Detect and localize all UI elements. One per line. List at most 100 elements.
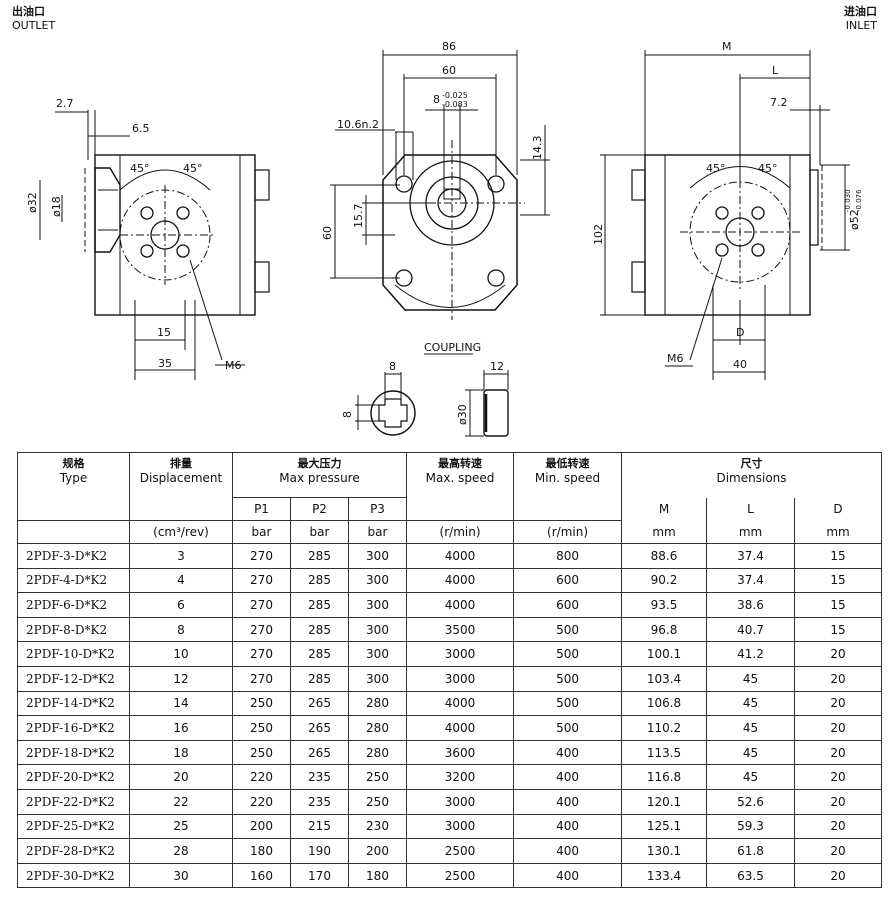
model-cell: 2PDF-18-D*K2 [17, 739, 130, 766]
dim-l: L [772, 64, 779, 77]
value-cell: 500 [513, 715, 623, 741]
value-cell: 285 [290, 665, 349, 692]
value-cell: 15 [794, 592, 883, 618]
value-cell: 45 [706, 690, 796, 717]
value-cell: 20 [794, 788, 883, 815]
value-cell: 400 [513, 838, 623, 864]
value-cell: 37.4 [706, 543, 796, 569]
value-cell: 20 [794, 862, 883, 889]
technical-drawing: 2.7 6.5 ø32 ø18 45° 45° 15 35 M6 [26, 40, 863, 437]
value-cell: 200 [232, 813, 291, 840]
dim-35: 35 [158, 357, 172, 370]
value-cell: 300 [347, 616, 408, 643]
value-cell: 63.5 [706, 862, 796, 889]
value-cell: 20 [129, 764, 233, 790]
value-cell: 250 [232, 715, 291, 741]
value-cell: 25 [129, 813, 233, 840]
value-cell: 3 [129, 543, 233, 569]
unit-cell [17, 520, 130, 544]
dim-86: 86 [442, 40, 456, 53]
value-cell: 3000 [406, 813, 515, 840]
model-cell: 2PDF-30-D*K2 [17, 862, 130, 889]
dim-2-7: 2.7 [56, 97, 74, 110]
dim-15: 15 [157, 326, 171, 339]
value-cell: 20 [794, 715, 883, 741]
dim-dia32: ø32 [26, 192, 39, 213]
value-cell: 15 [794, 616, 883, 643]
value-cell: 270 [232, 616, 291, 643]
value-cell: 116.8 [621, 764, 708, 790]
outlet-label-cn: 出油口 [12, 5, 45, 18]
dim-102: 102 [592, 224, 605, 245]
header-m: M [621, 497, 708, 521]
coupling-dim-dia30: ø30 [456, 404, 469, 425]
value-cell: 270 [232, 543, 291, 569]
value-cell: 230 [347, 813, 408, 840]
value-cell: 3200 [406, 764, 515, 790]
value-cell: 500 [513, 665, 623, 692]
value-cell: 106.8 [621, 690, 708, 717]
value-cell: 300 [347, 567, 408, 594]
header-p1: P1 [232, 497, 291, 521]
dim-6-5: 6.5 [132, 122, 150, 135]
value-cell: 280 [347, 715, 408, 741]
dim-10-6: 10.6n.2 [337, 118, 379, 131]
value-cell: 270 [232, 592, 291, 618]
value-cell: 133.4 [621, 862, 708, 889]
value-cell: 250 [232, 690, 291, 717]
value-cell: 4000 [406, 543, 515, 569]
value-cell: 280 [347, 739, 408, 766]
value-cell: 3600 [406, 739, 515, 766]
value-cell: 61.8 [706, 838, 796, 864]
value-cell: 130.1 [621, 838, 708, 864]
dim-40: 40 [733, 358, 747, 371]
value-cell: 120.1 [621, 788, 708, 815]
value-cell: 400 [513, 813, 623, 840]
units-row: (cm³/rev) bar bar bar (r/min) (r/min) mm… [17, 520, 883, 544]
value-cell: 270 [232, 665, 291, 692]
dim-d: D [736, 326, 744, 339]
model-cell: 2PDF-8-D*K2 [17, 616, 130, 643]
value-cell: 400 [513, 739, 623, 766]
value-cell: 3500 [406, 616, 515, 643]
value-cell: 6 [129, 592, 233, 618]
value-cell: 90.2 [621, 567, 708, 594]
value-cell: 20 [794, 690, 883, 717]
value-cell: 4000 [406, 690, 515, 717]
header-d: D [794, 497, 883, 521]
value-cell: 113.5 [621, 739, 708, 766]
value-cell: 400 [513, 862, 623, 889]
header-min-speed: 最低转速 Min. speed [513, 452, 623, 521]
outlet-label: 出油口 OUTLET [12, 5, 55, 33]
outlet-label-en: OUTLET [12, 19, 56, 32]
inlet-label-cn: 进油口 [844, 5, 877, 18]
value-cell: 45 [706, 665, 796, 692]
value-cell: 235 [290, 788, 349, 815]
value-cell: 15 [794, 543, 883, 569]
dim-7-2: 7.2 [770, 96, 788, 109]
dim-dia52-lower-tol: -0.076 [855, 189, 863, 212]
unit-cell: (r/min) [513, 520, 623, 544]
value-cell: 215 [290, 813, 349, 840]
value-cell: 20 [794, 838, 883, 864]
value-cell: 40.7 [706, 616, 796, 643]
unit-cell: mm [621, 520, 708, 544]
value-cell: 270 [232, 641, 291, 667]
dim-dia18: ø18 [50, 196, 63, 217]
unit-cell: bar [347, 520, 408, 544]
value-cell: 200 [347, 838, 408, 864]
dim-45deg-c: 45° [706, 162, 726, 175]
coupling-dim-height: 8 [341, 411, 354, 418]
model-cell: 2PDF-16-D*K2 [17, 715, 130, 741]
header-displacement: 排量 Displacement [129, 452, 233, 521]
header-pressure: 最大压力 Max pressure [231, 452, 408, 498]
value-cell: 250 [347, 788, 408, 815]
value-cell: 88.6 [621, 543, 708, 569]
value-cell: 300 [347, 543, 408, 569]
value-cell: 93.5 [621, 592, 708, 618]
